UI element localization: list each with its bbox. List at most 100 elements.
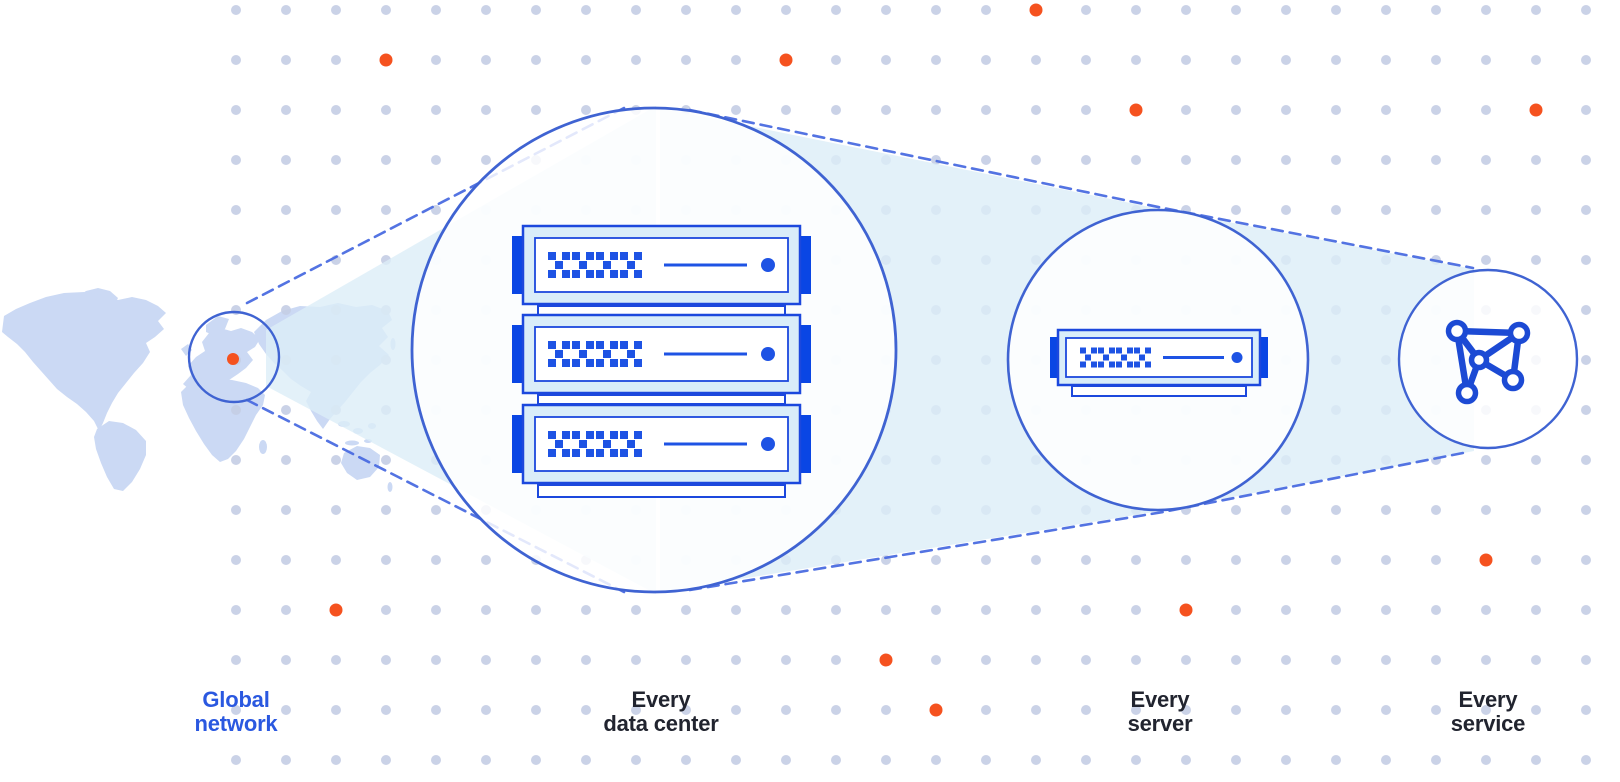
label-every-server: Every server xyxy=(1050,688,1270,736)
grid-dot xyxy=(1181,5,1191,15)
continent-europe xyxy=(183,328,260,391)
grid-dot xyxy=(431,5,441,15)
grid-dot xyxy=(881,755,891,765)
vent-square xyxy=(1139,354,1145,361)
vent-square xyxy=(1098,361,1104,368)
grid-dot xyxy=(1531,655,1541,665)
vent-square xyxy=(579,261,587,269)
grid-dot xyxy=(1281,5,1291,15)
grid-dot xyxy=(431,605,441,615)
grid-dot xyxy=(331,155,341,165)
grid-dot xyxy=(781,655,791,665)
grid-dot xyxy=(931,655,941,665)
grid-dot xyxy=(1231,655,1241,665)
grid-dot xyxy=(481,105,491,115)
grid-dot xyxy=(581,605,591,615)
grid-dot xyxy=(231,555,241,565)
grid-dot xyxy=(981,755,991,765)
grid-dot xyxy=(1331,705,1341,715)
vent-square xyxy=(1085,354,1091,361)
grid-dot xyxy=(231,105,241,115)
grid-dot xyxy=(581,705,591,715)
grid-dot xyxy=(1181,55,1191,65)
grid-dot xyxy=(631,705,641,715)
grid-dot xyxy=(1581,655,1591,665)
grid-dot xyxy=(1081,655,1091,665)
graph-node xyxy=(1455,381,1479,405)
grid-dot xyxy=(1131,755,1141,765)
grid-dot xyxy=(881,705,891,715)
grid-dot xyxy=(581,755,591,765)
grid-dot xyxy=(1481,255,1491,265)
grid-dot xyxy=(231,5,241,15)
grid-dot xyxy=(381,755,391,765)
grid-dot xyxy=(331,755,341,765)
grid-dot xyxy=(1131,5,1141,15)
grid-dot xyxy=(1031,655,1041,665)
vent-square xyxy=(586,341,594,349)
grid-dot xyxy=(981,655,991,665)
grid-dot xyxy=(231,605,241,615)
grid-dot xyxy=(1231,5,1241,15)
grid-dot xyxy=(381,155,391,165)
accent-dot xyxy=(1129,103,1143,117)
vent-square xyxy=(562,359,570,367)
grid-dot xyxy=(1581,205,1591,215)
vent-square xyxy=(634,252,642,260)
single-server xyxy=(1050,328,1268,397)
grid-dot xyxy=(881,605,891,615)
grid-dot xyxy=(1331,605,1341,615)
vent-square xyxy=(1109,347,1115,354)
grid-dot xyxy=(1531,755,1541,765)
grid-dot xyxy=(1581,705,1591,715)
grid-dot xyxy=(481,555,491,565)
grid-dot xyxy=(381,705,391,715)
dashed-guide-bottom-right xyxy=(688,450,1470,592)
grid-dot xyxy=(1431,505,1441,515)
grid-dot xyxy=(1431,555,1441,565)
grid-dot xyxy=(381,605,391,615)
grid-dot xyxy=(531,105,541,115)
grid-dot xyxy=(1531,5,1541,15)
graph-node xyxy=(1501,368,1525,392)
grid-dot xyxy=(1581,105,1591,115)
vent-square xyxy=(1145,347,1151,354)
grid-dot xyxy=(831,755,841,765)
grid-dot xyxy=(631,55,641,65)
accent-dot xyxy=(929,703,943,717)
grid-dot xyxy=(1431,105,1441,115)
vent-square xyxy=(555,261,563,269)
grid-dot xyxy=(1031,705,1041,715)
grid-dot xyxy=(981,705,991,715)
grid-dot xyxy=(1131,555,1141,565)
grid-dot xyxy=(1381,5,1391,15)
grid-dot xyxy=(1331,555,1341,565)
accent-dot xyxy=(1029,3,1043,17)
grid-dot xyxy=(981,105,991,115)
vent-square xyxy=(634,359,642,367)
grid-dot xyxy=(1181,655,1191,665)
grid-dot xyxy=(1231,105,1241,115)
grid-dot xyxy=(931,5,941,15)
grid-dot xyxy=(431,155,441,165)
vent-square xyxy=(627,261,635,269)
grid-dot xyxy=(1281,505,1291,515)
grid-dot xyxy=(1181,755,1191,765)
grid-dot xyxy=(231,705,241,715)
grid-dot xyxy=(1281,155,1291,165)
vent-square xyxy=(610,449,618,457)
grid-dot xyxy=(381,5,391,15)
server-base xyxy=(1071,385,1247,397)
grid-dot xyxy=(531,5,541,15)
grid-dot xyxy=(431,105,441,115)
vent-square xyxy=(562,270,570,278)
grid-dot xyxy=(231,755,241,765)
dashed-guide-top-right xyxy=(688,108,1475,270)
grid-dot xyxy=(231,205,241,215)
grid-dot xyxy=(1331,55,1341,65)
grid-dot xyxy=(1031,605,1041,615)
vent-square xyxy=(548,270,556,278)
grid-dot xyxy=(1131,155,1141,165)
grid-dot xyxy=(631,655,641,665)
vent-square xyxy=(1134,361,1140,368)
